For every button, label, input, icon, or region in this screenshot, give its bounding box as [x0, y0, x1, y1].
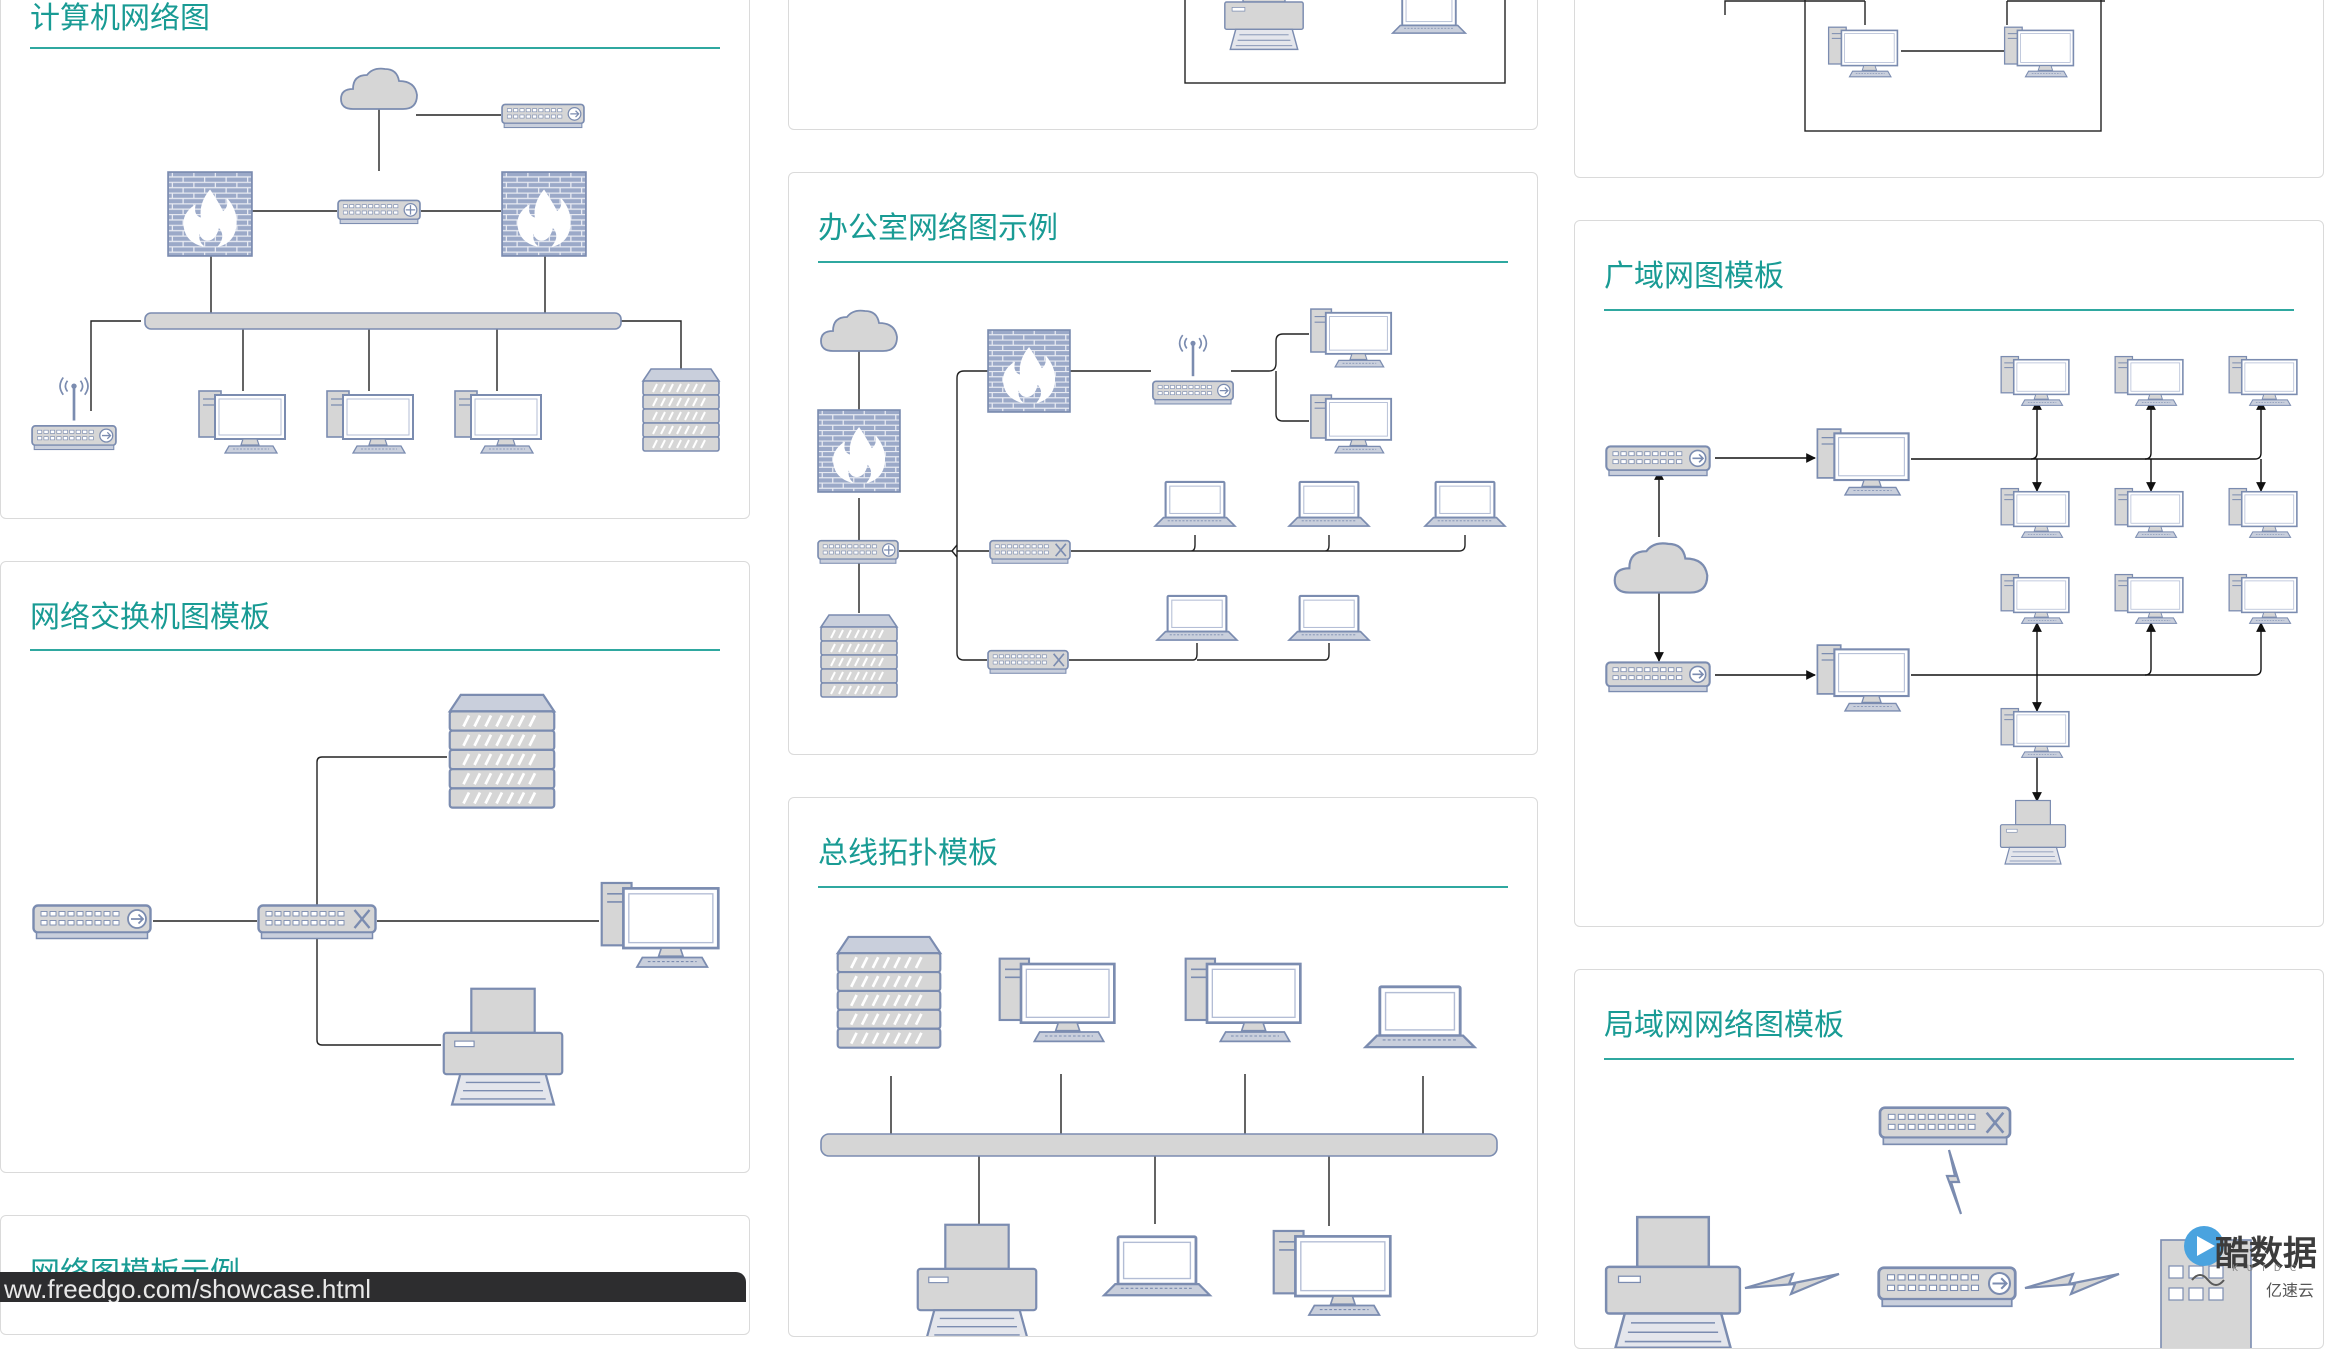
- wireless-router-icon: [1153, 335, 1233, 404]
- group-frame: [1184, 0, 1506, 84]
- laptop-icon: [1102, 1235, 1212, 1297]
- wan-template-diagram: [1605, 355, 2298, 865]
- desktop-pc-icon: [1827, 26, 1899, 78]
- bus-topology-diagram: [820, 935, 1498, 1336]
- card-title: 局域网网络图模板: [1604, 1008, 1844, 1043]
- printer-icon: [1604, 1215, 1742, 1348]
- printer-icon: [1224, 0, 1304, 51]
- card-title-rule: [1604, 1058, 2294, 1060]
- desktop-pc-icon: [2000, 707, 2070, 759]
- desktop-pc-icon: [2000, 573, 2070, 625]
- network-bus: [144, 312, 622, 330]
- desktop-pc-icon: [1816, 644, 1910, 712]
- watermark-brand: 酷数据: [2215, 1234, 2317, 1274]
- card-top-middle[interactable]: [788, 0, 1538, 130]
- switch-icon: [337, 199, 421, 225]
- card-title: 网络交换机图模板: [30, 600, 270, 635]
- card-top-right[interactable]: [1574, 0, 2324, 178]
- router-icon: [1877, 1266, 2017, 1308]
- office-network-diagram: [817, 308, 1506, 698]
- desktop-pc-icon: [1309, 308, 1393, 368]
- watermark-sub: 亿速云: [2266, 1281, 2315, 1300]
- desktop-pc-icon: [2228, 573, 2298, 625]
- card-title-rule: [30, 649, 720, 651]
- router-icon: [1605, 445, 1711, 477]
- printer-icon: [916, 1223, 1038, 1336]
- router-icon: [1605, 661, 1711, 693]
- top-right-diagram: [1724, 0, 2105, 132]
- card-title-rule: [1604, 309, 2294, 311]
- desktop-pc-icon: [2003, 26, 2075, 78]
- server-icon: [448, 693, 556, 810]
- desktop-pc-icon: [454, 390, 542, 454]
- printer-icon: [1999, 799, 2067, 865]
- laptop-icon: [1156, 594, 1238, 642]
- wireless-router-icon: [32, 378, 116, 450]
- router-icon: [32, 904, 152, 940]
- desktop-pc-icon: [1272, 1229, 1392, 1317]
- switch-icon: [987, 649, 1069, 675]
- laptop-icon: [1154, 480, 1236, 528]
- desktop-pc-icon: [198, 390, 286, 454]
- card-bus-topology[interactable]: 总线拓扑模板: [788, 797, 1538, 1337]
- desktop-pc-icon: [2228, 355, 2298, 407]
- laptop-icon: [1424, 480, 1506, 528]
- card-title-rule: [30, 47, 720, 49]
- cloud-icon: [340, 67, 418, 110]
- laptop-icon: [1391, 0, 1467, 35]
- card-title: 办公室网络图示例: [818, 211, 1058, 246]
- laptop-icon: [1363, 985, 1477, 1049]
- desktop-pc-icon: [2114, 487, 2184, 539]
- desktop-pc-icon: [2000, 487, 2070, 539]
- switch-icon: [989, 539, 1071, 565]
- firewall-icon: [817, 409, 901, 493]
- desktop-pc-icon: [2228, 487, 2298, 539]
- watermark-logo-icon: [2184, 1226, 2225, 1286]
- switch-icon: [257, 904, 377, 940]
- firewall-icon: [501, 171, 587, 257]
- watermark-tiny-text: KUIDC: [2232, 1264, 2306, 1274]
- desktop-pc-icon: [2114, 573, 2184, 625]
- switch-icon: [1878, 1106, 2012, 1146]
- top-middle-diagram: [1184, 0, 1506, 84]
- printer-icon: [442, 987, 564, 1106]
- desktop-pc-icon: [2000, 355, 2070, 407]
- server-icon: [642, 368, 720, 452]
- network-bus: [820, 1133, 1498, 1157]
- cloud-icon: [820, 309, 898, 352]
- browser-status-url: ww.freedgo.com/showcase.html: [0, 1272, 746, 1302]
- switch-template-diagram: [32, 693, 720, 1106]
- laptop-icon: [1288, 594, 1370, 642]
- firewall-icon: [987, 329, 1071, 413]
- desktop-pc-icon: [1816, 428, 1910, 496]
- computer-network-diagram: [1, 67, 720, 454]
- card-title-rule: [818, 261, 1508, 263]
- desktop-pc-icon: [326, 390, 414, 454]
- group-frame: [1804, 0, 2102, 132]
- laptop-icon: [1288, 480, 1370, 528]
- desktop-pc-icon: [1184, 957, 1302, 1043]
- server-icon: [836, 935, 942, 1050]
- desktop-pc-icon: [998, 957, 1116, 1043]
- firewall-icon: [167, 171, 253, 257]
- card-title: 计算机网络图: [30, 1, 210, 36]
- cloud-icon: [1613, 542, 1709, 594]
- card-switch-template[interactable]: 网络交换机图模板: [0, 561, 750, 1173]
- card-wan-template[interactable]: 广域网图模板: [1574, 220, 2324, 927]
- card-office-network[interactable]: 办公室网络图示例: [788, 172, 1538, 755]
- card-computer-network[interactable]: 计算机网络图: [0, 0, 750, 519]
- router-icon: [501, 103, 585, 129]
- desktop-pc-icon: [1309, 394, 1393, 454]
- card-title-rule: [818, 886, 1508, 888]
- card-title: 总线拓扑模板: [818, 836, 998, 871]
- desktop-pc-icon: [600, 881, 720, 969]
- card-title: 广域网图模板: [1604, 259, 1784, 294]
- server-icon: [820, 614, 898, 698]
- desktop-pc-icon: [2114, 355, 2184, 407]
- switch-icon: [817, 539, 899, 565]
